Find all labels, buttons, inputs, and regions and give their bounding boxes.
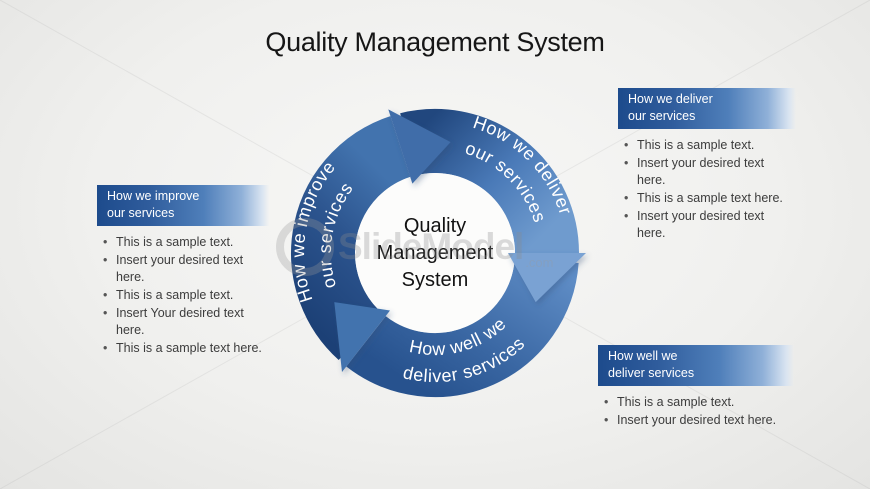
- callout-deliver-header-line1: How we deliver: [628, 92, 713, 106]
- center-circle: [355, 173, 515, 333]
- deliver-arrowhead-icon: [508, 253, 586, 303]
- callout-well-header-line2: deliver services: [608, 365, 695, 380]
- list-item: Insert your desired text here.: [102, 252, 269, 286]
- callout-improve: How we improve our services This is a sa…: [97, 185, 269, 358]
- center-label-line2: Management: [376, 241, 494, 264]
- list-item: This is a sample text here.: [102, 340, 269, 357]
- ring-center-label: Quality Management System: [355, 173, 515, 333]
- list-item: This is a sample text here.: [623, 190, 796, 207]
- center-label-line1: Quality: [403, 214, 467, 237]
- page-title: Quality Management System: [265, 27, 605, 57]
- list-item: Insert Your desired text here.: [102, 305, 269, 339]
- callout-well-header-line1: How well we: [608, 349, 678, 363]
- callout-well-header: How well we deliver services: [598, 345, 794, 386]
- callout-well: How well we deliver services This is a s…: [598, 345, 794, 430]
- list-item: This is a sample text.: [102, 287, 269, 304]
- callout-improve-header-line2: our services: [107, 205, 175, 220]
- callout-improve-bullet-list: This is a sample text. Insert your desir…: [97, 234, 269, 357]
- callout-deliver-header: How we deliver our services: [618, 88, 796, 129]
- list-item: Insert your desired text here.: [603, 412, 794, 429]
- center-label-line3: System: [401, 268, 469, 291]
- callout-deliver: How we deliver our services This is a sa…: [618, 88, 796, 243]
- callout-deliver-header-line2: our services: [628, 108, 696, 123]
- well-arrowhead-icon: [334, 302, 390, 372]
- list-item: This is a sample text.: [102, 234, 269, 251]
- improve-arrowhead-icon: [388, 109, 451, 184]
- callout-improve-header-line1: How we improve: [107, 189, 200, 203]
- list-item: This is a sample text.: [623, 137, 796, 154]
- cycle-diagram: How we improve our services How we deliv…: [288, 108, 586, 397]
- callout-improve-header: How we improve our services: [97, 185, 269, 226]
- list-item: This is a sample text.: [603, 394, 794, 411]
- callout-well-bullet-list: This is a sample text. Insert your desir…: [598, 394, 794, 429]
- list-item: Insert your desired text here.: [623, 155, 796, 189]
- list-item: Insert your desired text here.: [623, 208, 796, 242]
- callout-deliver-bullet-list: This is a sample text. Insert your desir…: [618, 137, 796, 242]
